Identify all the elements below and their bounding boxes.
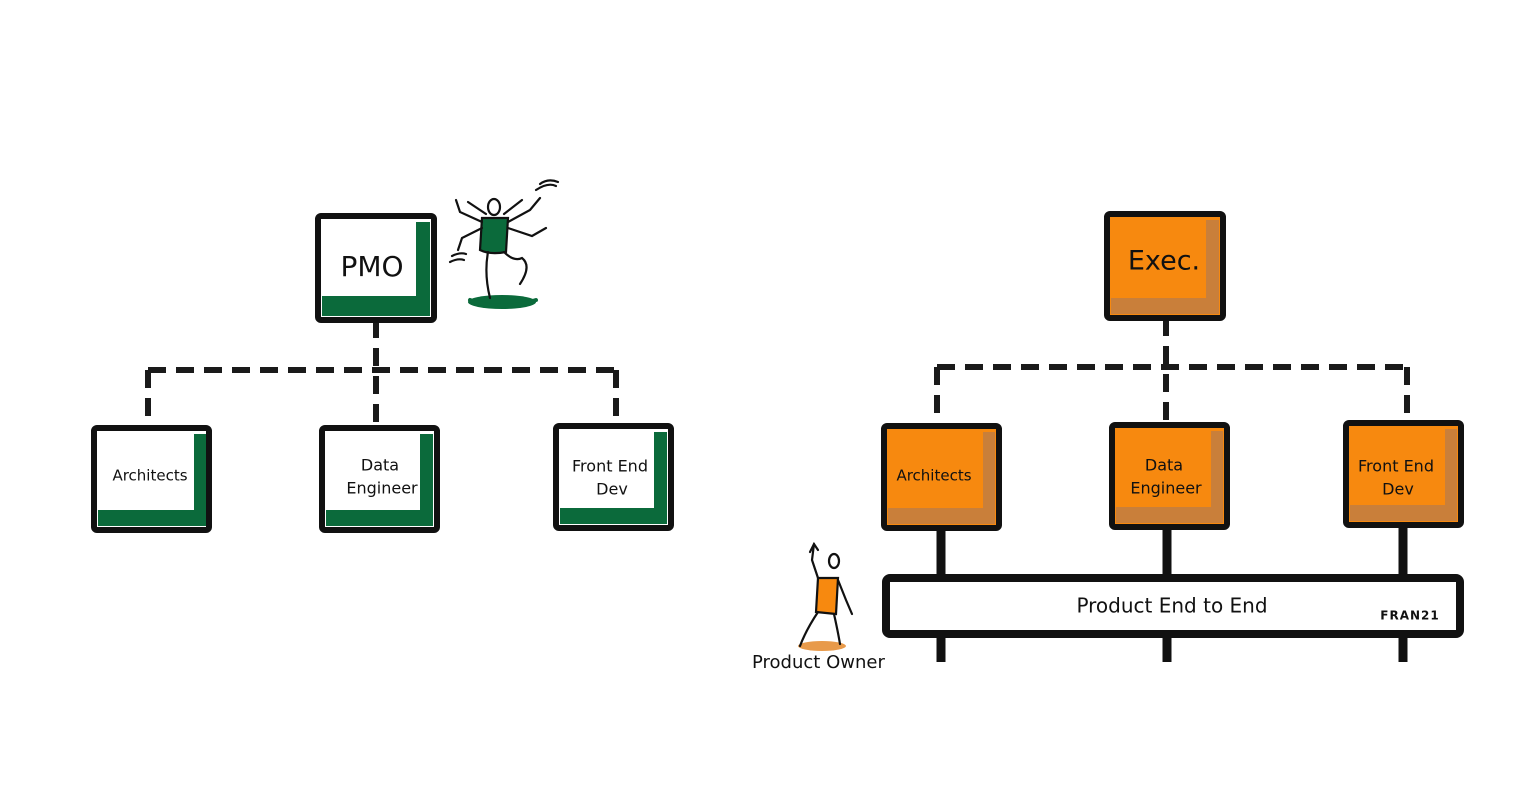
left-data-engineer-line2: Engineer [346, 479, 418, 498]
left-frontend-line1: Front End [572, 457, 648, 476]
product-bar: Product End to End FRAN21 [882, 574, 1464, 638]
right-frontend-line1: Front End [1358, 457, 1434, 476]
right-frontend-line2: Dev [1382, 480, 1414, 499]
right-data-engineer-line1: Data [1145, 456, 1183, 475]
left-org-chart: PMO Architects Data Engineer Front End D… [91, 179, 674, 533]
product-owner-figure-icon [798, 541, 854, 651]
right-data-engineer-box: Data Engineer [1109, 422, 1230, 530]
left-architects-label: Architects [112, 467, 187, 485]
product-owner-label: Product Owner [752, 652, 885, 673]
pmo-box: PMO [315, 213, 437, 323]
right-frontend-box: Front End Dev [1343, 420, 1464, 528]
left-data-engineer-box: Data Engineer [319, 425, 440, 533]
product-bar-label: Product End to End [1076, 594, 1267, 618]
multi-armed-juggler-icon [448, 179, 560, 309]
right-architects-label: Architects [896, 467, 971, 485]
right-data-engineer-line2: Engineer [1130, 479, 1202, 498]
pmo-label: PMO [340, 250, 403, 283]
exec-box: Exec. [1104, 211, 1226, 321]
right-org-chart: Exec. Architects Data Engineer Front End… [752, 211, 1464, 673]
left-frontend-box: Front End Dev [553, 423, 674, 531]
left-frontend-line2: Dev [596, 480, 628, 499]
left-architects-box: Architects [91, 425, 212, 533]
left-connectors [145, 320, 619, 428]
signature-text: FRAN21 [1380, 609, 1439, 623]
exec-label: Exec. [1128, 246, 1200, 277]
right-connectors [934, 318, 1410, 426]
left-data-engineer-line1: Data [361, 456, 399, 475]
right-architects-box: Architects [881, 423, 1002, 531]
